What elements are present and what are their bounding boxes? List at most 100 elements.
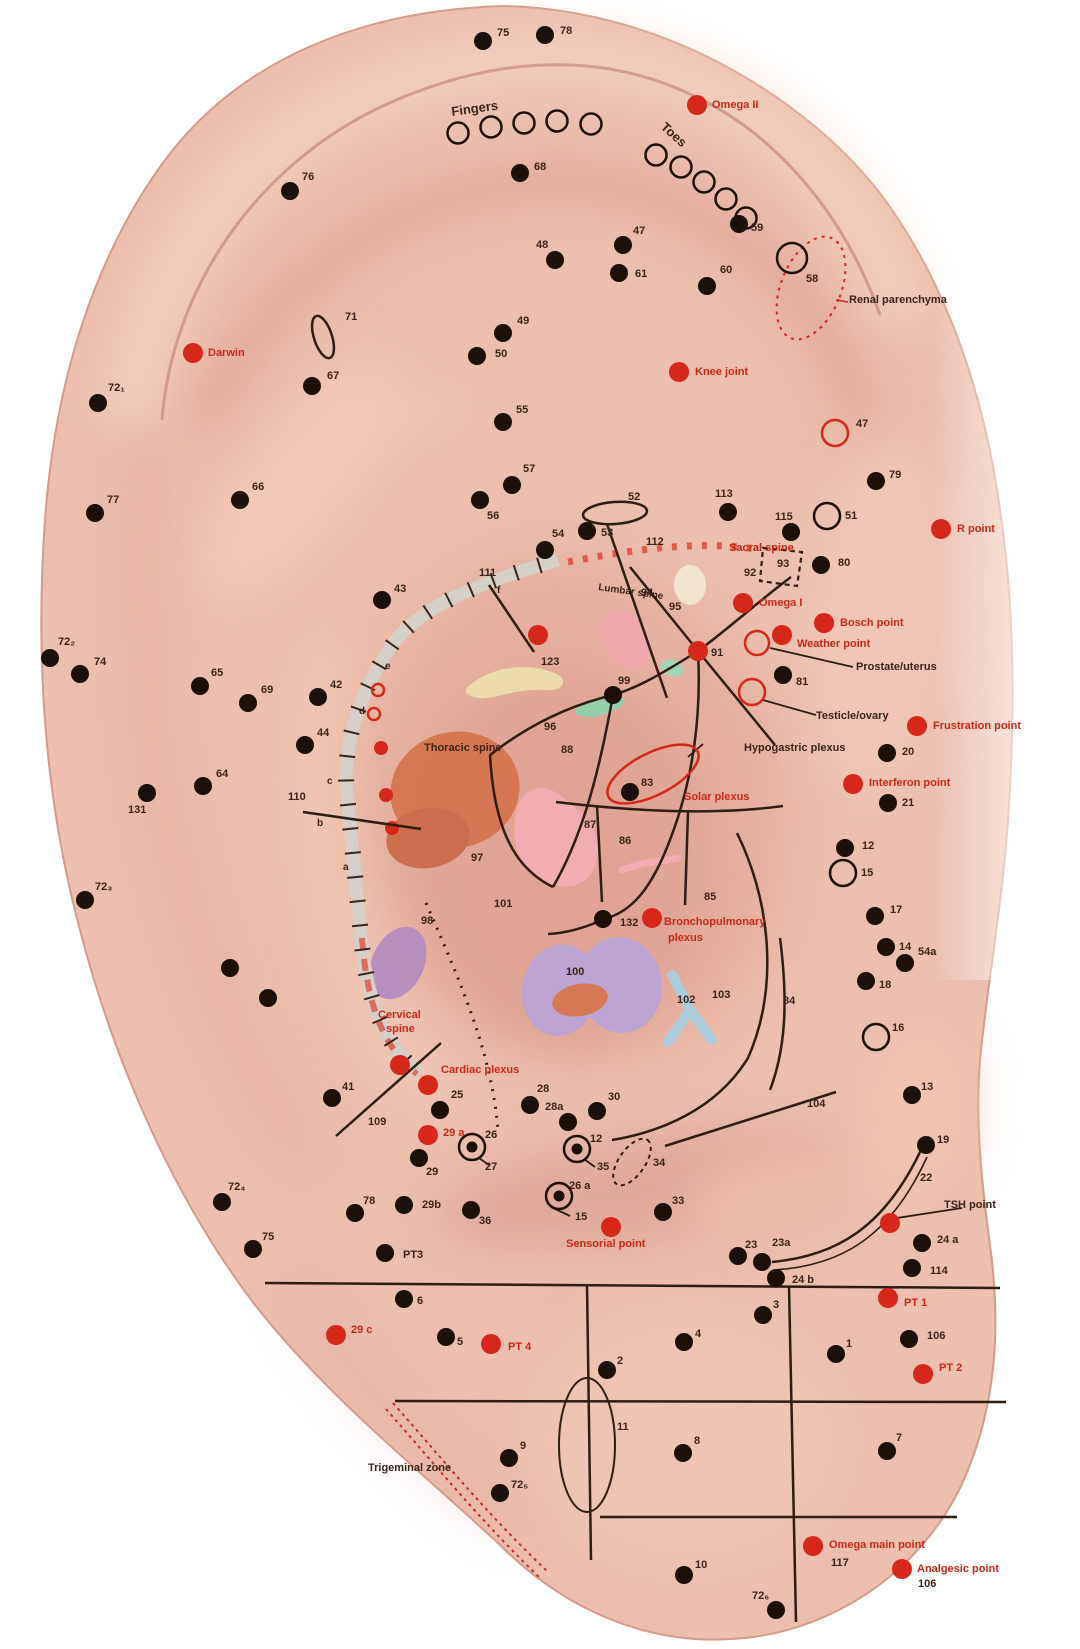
point-d230 <box>221 959 239 977</box>
point-29-a <box>418 1125 438 1145</box>
label-56: 56 <box>487 510 499 522</box>
label-25: 25 <box>451 1089 463 1101</box>
label-113: 113 <box>715 488 733 500</box>
point-30 <box>588 1102 606 1120</box>
label-bosch-point: Bosch point <box>840 617 904 629</box>
label-66: 66 <box>252 481 264 493</box>
label-59: 59 <box>751 222 763 234</box>
label-78: 78 <box>560 25 572 37</box>
point-28a <box>559 1113 577 1131</box>
label-114: 114 <box>930 1265 949 1277</box>
label-10: 10 <box>695 1559 707 1571</box>
label-33: 33 <box>672 1195 684 1207</box>
label-29: 29 <box>426 1166 438 1178</box>
point-frustration-point <box>907 716 927 736</box>
label-bronchopulmonary: Bronchopulmonary <box>664 916 766 928</box>
label-87: 87 <box>584 819 596 831</box>
label-76: 76 <box>302 171 314 183</box>
label-solar-plexus: Solar plexus <box>684 791 749 803</box>
label-34: 34 <box>653 1157 666 1169</box>
label-111: 111 <box>479 567 496 579</box>
label-28: 28 <box>537 1083 549 1095</box>
point-omega-i <box>733 593 753 613</box>
label-65: 65 <box>211 667 223 679</box>
label-tsh-point: TSH point <box>944 1199 996 1211</box>
point-14 <box>877 938 895 956</box>
point-56 <box>471 491 489 509</box>
point-72- <box>89 394 107 412</box>
label-17: 17 <box>890 904 902 916</box>
label-e: e <box>385 661 391 672</box>
label-117: 117 <box>831 1557 849 1569</box>
point-23a <box>753 1253 771 1271</box>
label-84: 84 <box>783 995 796 1007</box>
cream-organ <box>674 565 706 605</box>
point-8 <box>674 1444 692 1462</box>
point-53 <box>578 522 596 540</box>
label-29-c: 29 c <box>351 1324 372 1336</box>
label-plexus: plexus <box>668 932 703 944</box>
point-28 <box>521 1096 539 1114</box>
label-8: 8 <box>694 1435 700 1447</box>
label-72-: 72₃ <box>95 881 112 893</box>
vertebra-tick <box>371 660 387 671</box>
label-60: 60 <box>720 264 732 276</box>
vertebra-tick <box>466 581 475 598</box>
label-21: 21 <box>902 797 914 809</box>
vertebra-tick <box>489 572 498 589</box>
label-frustration-point: Frustration point <box>933 720 1021 732</box>
point-55 <box>494 413 512 431</box>
label-thoracic-spine: Thoracic spine <box>424 742 502 754</box>
label-132: 132 <box>620 917 638 929</box>
point-20 <box>878 744 896 762</box>
point-b472-center <box>466 1141 478 1153</box>
point-2 <box>598 1361 616 1379</box>
point-72- <box>76 891 94 909</box>
vertebra-tick <box>422 604 433 620</box>
point-darwin <box>183 343 203 363</box>
label-54: 54 <box>552 528 565 540</box>
label-darwin: Darwin <box>208 347 245 359</box>
label-cervical: Cervical <box>378 1009 421 1021</box>
point-47 <box>614 236 632 254</box>
trachea-organ <box>663 970 717 1047</box>
point-65 <box>191 677 209 695</box>
point-67 <box>303 377 321 395</box>
point-76 <box>281 182 299 200</box>
point-5 <box>437 1328 455 1346</box>
label-sensorial-point: Sensorial point <box>566 1238 646 1250</box>
vertebra-tick <box>339 802 357 807</box>
helix-fold-line <box>160 63 882 421</box>
point-pt-4 <box>481 1334 501 1354</box>
point-54a <box>896 954 914 972</box>
label-18: 18 <box>879 979 891 991</box>
point-36 <box>462 1201 480 1219</box>
point-106 <box>900 1330 918 1348</box>
point-80 <box>812 556 830 574</box>
label-20: 20 <box>902 746 914 758</box>
point-rc757 <box>743 629 771 657</box>
point-c524 <box>512 111 536 135</box>
point-74 <box>71 665 89 683</box>
point-c726 <box>714 187 738 211</box>
point-75 <box>244 1240 262 1258</box>
point-72- <box>41 649 59 667</box>
label-104: 104 <box>807 1098 826 1110</box>
sacral-red-dashes <box>567 542 758 566</box>
marker-ellipses <box>310 235 847 1513</box>
marker-ellipse-2 <box>606 743 700 805</box>
vertebra-tick <box>512 564 520 581</box>
point-c746 <box>734 206 758 230</box>
vertebra-tick <box>536 557 543 574</box>
point-123 <box>528 625 548 645</box>
point-17 <box>866 907 884 925</box>
point-analgesic-point <box>892 1559 912 1579</box>
point-12 <box>836 839 854 857</box>
point-pt-1 <box>878 1288 898 1308</box>
label-testicle-ovary: Testicle/ovary <box>816 710 889 722</box>
point-66 <box>231 491 249 509</box>
point-79 <box>867 472 885 490</box>
point-50 <box>468 347 486 365</box>
label-renal-parenchyma: Renal parenchyma <box>849 294 948 306</box>
spleen-organ <box>369 926 427 1000</box>
